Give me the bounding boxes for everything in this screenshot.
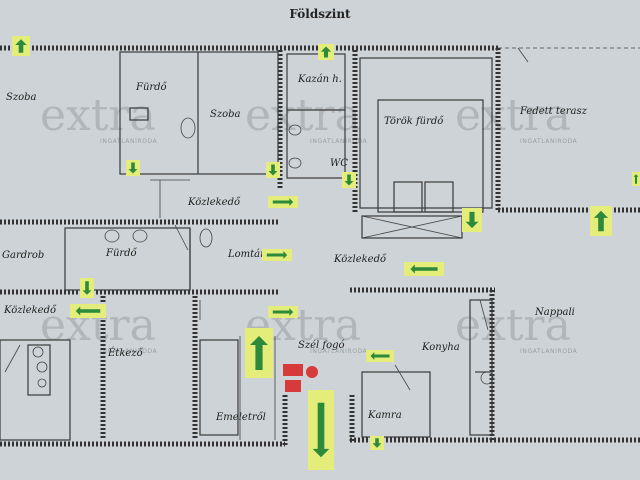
room-labels: Szoba Fürdő Szoba Kazán h. WC Török fürd… [2, 74, 588, 423]
svg-text:INGATLANIRODA: INGATLANIRODA [520, 348, 578, 355]
arrow-down-icon [372, 438, 382, 448]
label-kamra: Kamra [367, 410, 402, 421]
label-emeletrol: Emeletről [215, 412, 266, 423]
arrow-up-icon [320, 46, 332, 58]
interior-lines [0, 47, 640, 441]
label-szel-fogo: Szél fogó [298, 340, 345, 351]
stairs [239, 336, 276, 440]
label-lomtar: Lomtár [227, 249, 266, 260]
arrow-up-icon [593, 210, 609, 232]
label-gardrob: Gardrob [2, 250, 44, 261]
fire-sign-icon [283, 364, 303, 376]
arrow-left-icon [410, 264, 438, 274]
svg-text:INGATLANIRODA: INGATLANIRODA [520, 138, 578, 145]
label-szoba-1: Szoba [6, 92, 37, 103]
svg-text:INGATLANIRODA: INGATLANIRODA [310, 138, 368, 145]
fire-safety-signs [283, 364, 318, 392]
escape-route-arrows [12, 36, 640, 470]
watermark-text: extra [455, 300, 571, 351]
watermark: extra extra extra extra extra extra INGA… [40, 90, 578, 355]
arrow-up-icon [633, 174, 639, 184]
label-kazan: Kazán h. [297, 74, 342, 85]
svg-text:INGATLANIRODA: INGATLANIRODA [310, 348, 368, 355]
arrow-down-icon [268, 164, 278, 176]
label-nappali: Nappali [534, 307, 575, 318]
watermark-text: extra [455, 90, 571, 141]
arrow-down-icon [82, 281, 92, 295]
arrow-down-icon [312, 402, 330, 458]
svg-text:INGATLANIRODA: INGATLANIRODA [100, 348, 158, 355]
label-kozlekedo-top: Közlekedő [187, 197, 241, 208]
arrow-down-icon [465, 211, 479, 229]
fire-sign-icon [285, 380, 301, 392]
arrow-right-icon [266, 251, 288, 259]
label-furdo-top: Fürdő [135, 82, 168, 93]
label-fedett-terasz: Fedett terasz [519, 106, 588, 117]
label-wc: WC [330, 158, 348, 169]
arrow-down-icon [128, 162, 138, 174]
watermark-text: extra [40, 90, 156, 141]
label-torok-furdo: Török fürdő [384, 116, 444, 127]
label-kozlekedo-left: Közlekedő [3, 305, 57, 316]
arrow-down-icon [344, 174, 354, 186]
plan-title: Földszint [289, 7, 351, 21]
label-konyha: Konyha [421, 342, 460, 353]
arrow-left-icon [75, 306, 101, 316]
svg-text:INGATLANIRODA: INGATLANIRODA [100, 138, 158, 145]
arrow-right-icon [272, 308, 294, 316]
arrow-up-icon [15, 39, 27, 53]
fire-alarm-icon [306, 366, 318, 378]
label-furdo-mid: Fürdő [105, 248, 138, 259]
arrow-left-icon [370, 352, 390, 360]
label-kozlekedo-mid: Közlekedő [333, 254, 387, 265]
watermark-text: extra [245, 90, 361, 141]
arrow-right-icon [272, 198, 294, 206]
arrow-up-icon [250, 336, 268, 370]
label-etkezo: Étkező [107, 347, 144, 359]
label-szoba-2: Szoba [210, 109, 241, 120]
